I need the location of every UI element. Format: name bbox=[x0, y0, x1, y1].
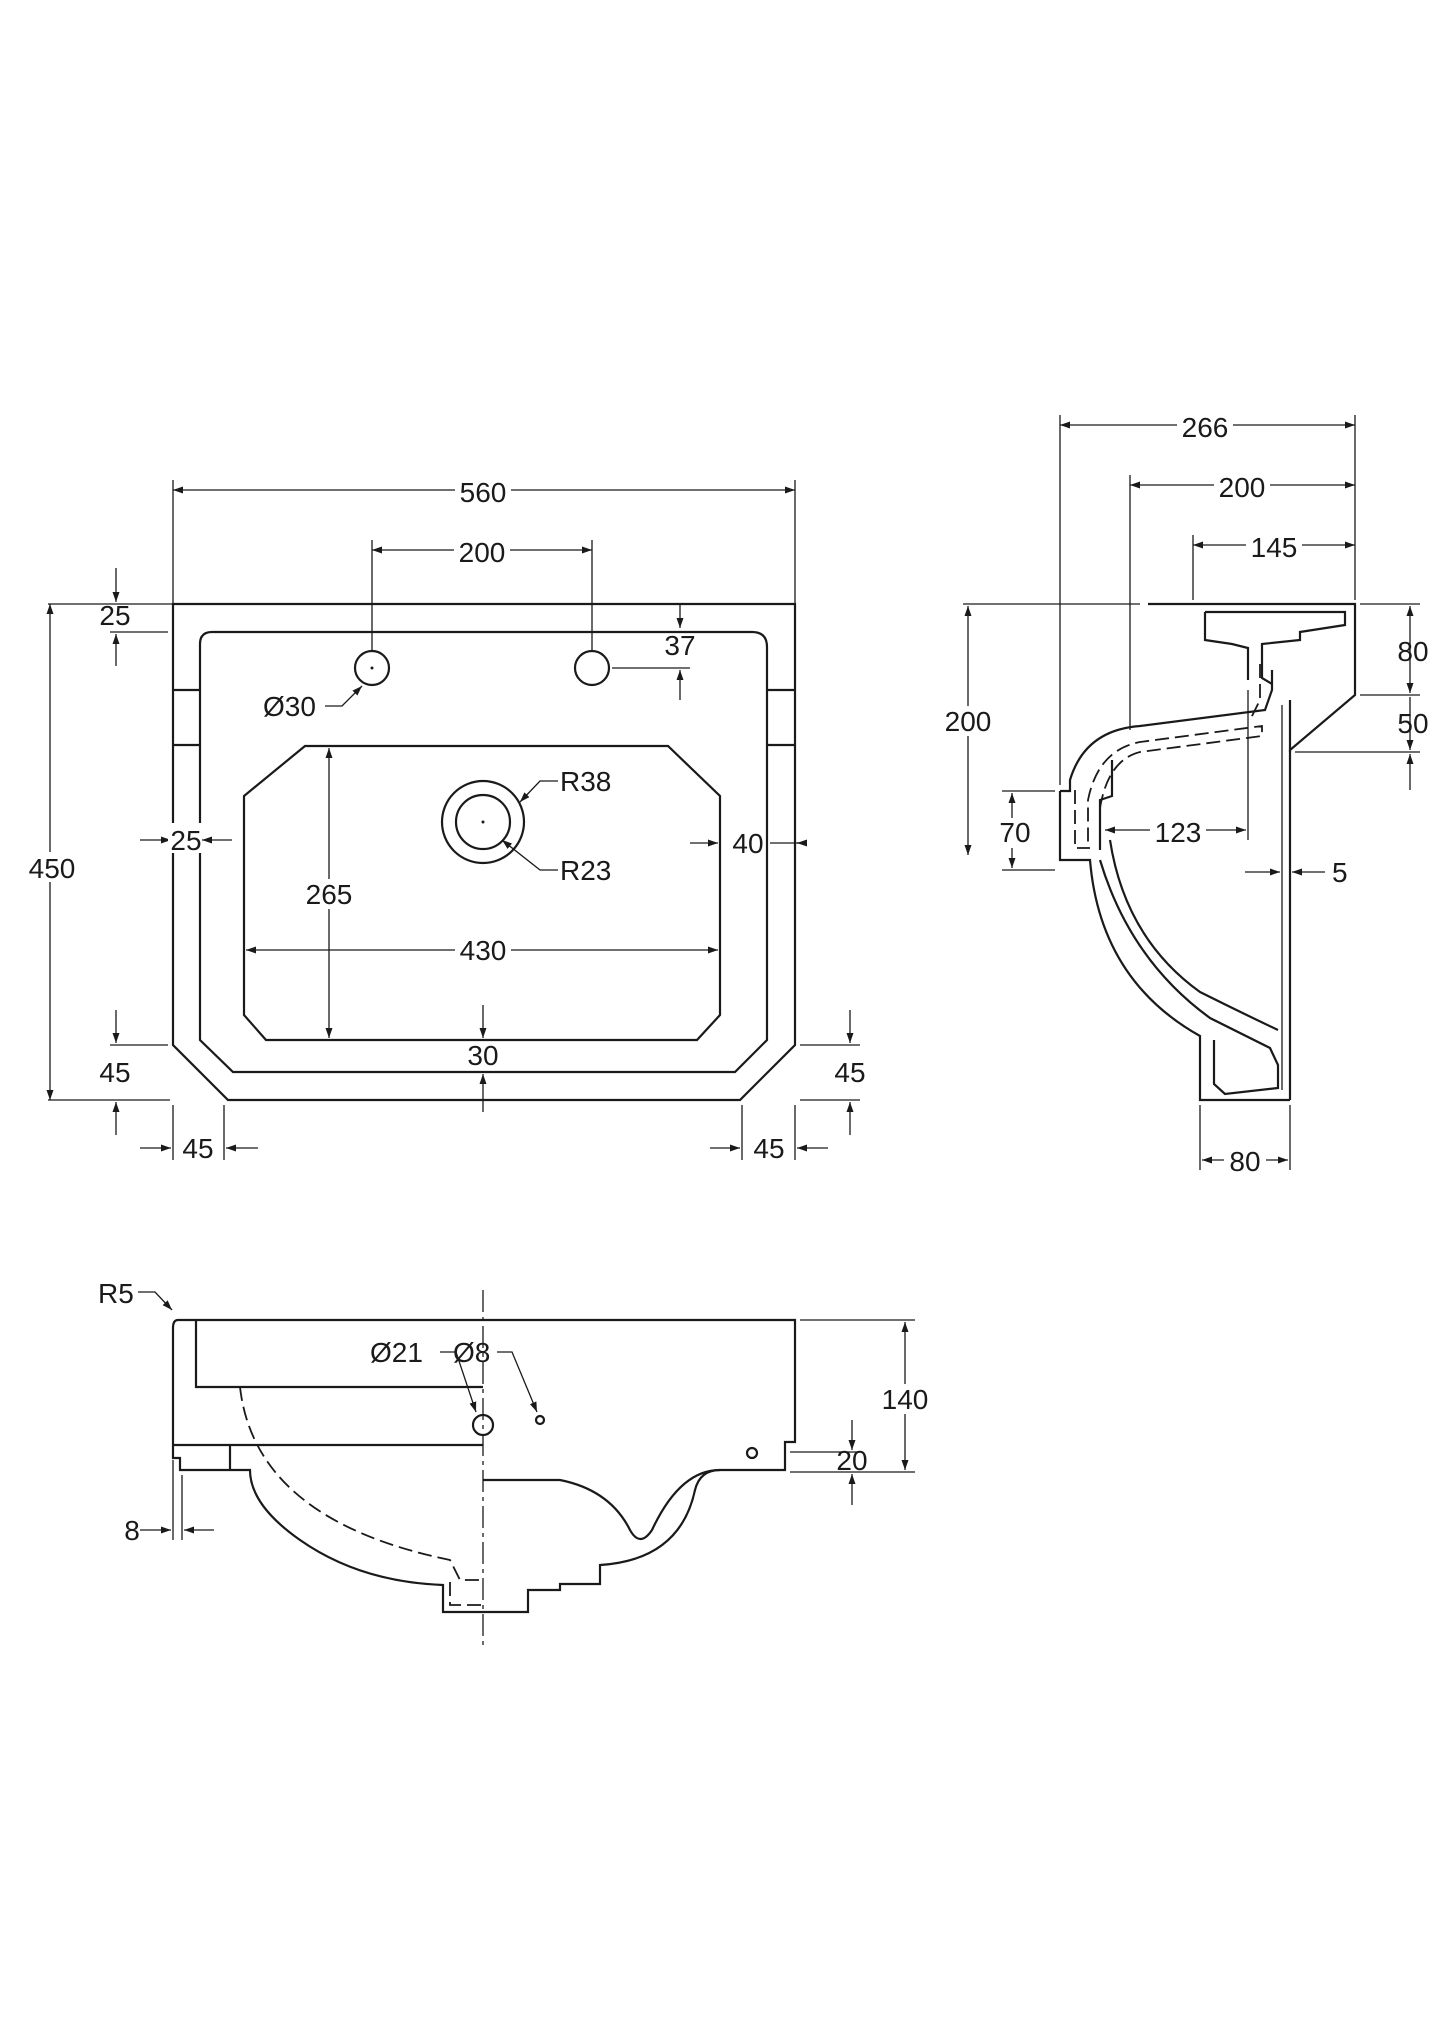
front-view: R5 Ø21 Ø8 140 20 8 bbox=[98, 1278, 933, 1645]
dim-wall-gap: 5 bbox=[1332, 857, 1348, 888]
waste-inner bbox=[454, 793, 512, 851]
dim-top-offset: 25 bbox=[99, 600, 130, 631]
front-inner-bowl bbox=[239, 1386, 483, 1581]
dim-overall-width: 560 bbox=[460, 477, 507, 508]
dim-chamfer-right-h: 45 bbox=[753, 1133, 784, 1164]
tap-hole-right bbox=[573, 649, 611, 687]
rim-slots bbox=[173, 688, 795, 747]
dim-waste-height: 70 bbox=[999, 817, 1030, 848]
dim-bracket-step: 50 bbox=[1397, 708, 1428, 739]
dim-side-overall: 266 bbox=[1182, 412, 1229, 443]
bowl-outline bbox=[242, 744, 722, 1042]
label-pin-diameter: Ø8 bbox=[453, 1337, 490, 1368]
label-tap-diameter: Ø30 bbox=[263, 691, 316, 722]
label-waste-inner: R23 bbox=[560, 855, 611, 886]
dim-bracket-height: 80 bbox=[1397, 636, 1428, 667]
dim-chamfer-left-v: 45 bbox=[99, 1057, 130, 1088]
label-corner-radius: R5 bbox=[98, 1278, 134, 1309]
dim-base-width: 80 bbox=[1229, 1146, 1260, 1177]
basin-outline bbox=[171, 602, 797, 1102]
dim-bowl-depth: 265 bbox=[306, 879, 353, 910]
label-overflow-diameter: Ø21 bbox=[370, 1337, 423, 1368]
dim-overall-depth: 450 bbox=[29, 853, 76, 884]
basin-inner-rim bbox=[198, 630, 769, 1074]
dim-chamfer-right-v: 45 bbox=[834, 1057, 865, 1088]
side-view: 266 200 145 200 80 50 70 123 bbox=[940, 411, 1429, 1177]
bracket bbox=[1148, 602, 1357, 752]
pin-hole bbox=[534, 1414, 546, 1426]
dim-tap-offset: 37 bbox=[664, 630, 695, 661]
overflow-hole bbox=[471, 1413, 495, 1437]
dim-waste-offset: 123 bbox=[1155, 817, 1202, 848]
waste-outer bbox=[440, 779, 526, 865]
dim-side-left: 25 bbox=[170, 825, 201, 856]
dim-lip-height: 20 bbox=[836, 1445, 867, 1476]
dim-side-bowl: 200 bbox=[1219, 472, 1266, 503]
inner-profile bbox=[1074, 724, 1263, 849]
dim-chamfer-left-h: 45 bbox=[182, 1133, 213, 1164]
dim-bracket-depth: 145 bbox=[1251, 532, 1298, 563]
dim-front-gap: 30 bbox=[467, 1040, 498, 1071]
dim-side-height: 200 bbox=[945, 706, 992, 737]
dim-tap-spacing: 200 bbox=[459, 537, 506, 568]
label-waste-outer: R38 bbox=[560, 766, 611, 797]
plan-view: 560 200 25 37 Ø30 R38 R23 25 40 bbox=[24, 476, 866, 1164]
dim-edge-offset: 8 bbox=[124, 1515, 140, 1546]
front-outline bbox=[171, 1318, 797, 1614]
fixing-hole bbox=[745, 1446, 759, 1460]
dim-side-right: 40 bbox=[732, 828, 763, 859]
dim-front-height: 140 bbox=[882, 1384, 929, 1415]
dim-bowl-width: 430 bbox=[460, 935, 507, 966]
basin-profile bbox=[1058, 791, 1290, 1102]
